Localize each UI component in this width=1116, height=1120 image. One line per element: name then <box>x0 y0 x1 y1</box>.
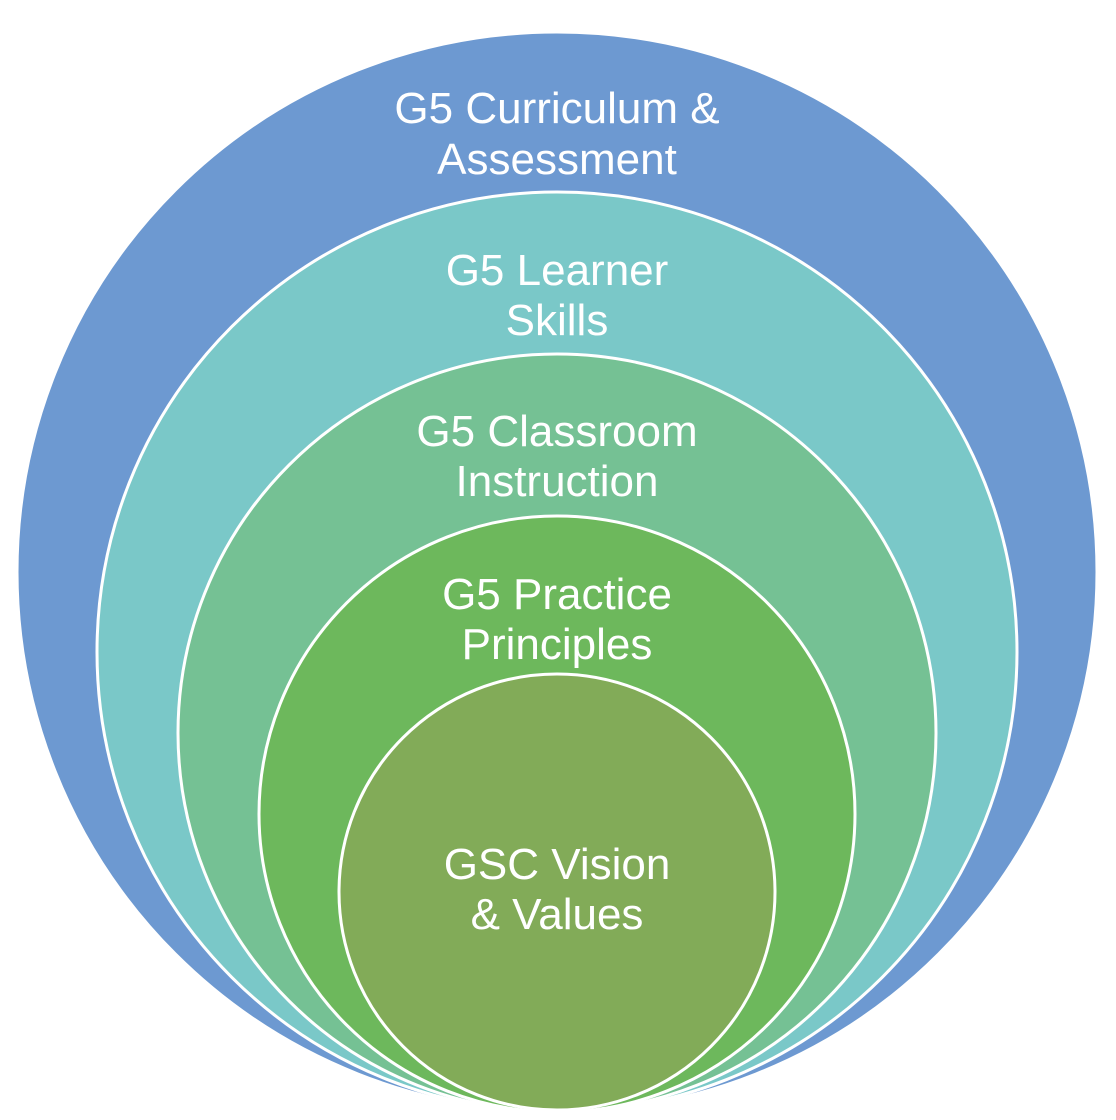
ring-vision-values <box>337 672 777 1112</box>
ring-classroom-instruction-label-line1: G5 Classroom <box>416 407 697 456</box>
ring-learner-skills-label-line1: G5 Learner <box>446 246 669 295</box>
ring-practice-principles-label-line2: Principles <box>462 620 653 669</box>
ring-classroom-instruction-label-line2: Instruction <box>456 457 659 506</box>
ring-vision-values-circle <box>337 672 777 1112</box>
ring-curriculum-assessment-label-line2: Assessment <box>437 135 677 184</box>
ring-vision-values-label-line2: & Values <box>471 890 644 939</box>
ring-vision-values-label-line1: GSC Vision <box>444 840 671 889</box>
ring-learner-skills-label-line2: Skills <box>506 296 609 345</box>
ring-curriculum-assessment-label-line1: G5 Curriculum & <box>394 84 719 133</box>
ring-practice-principles-label-line1: G5 Practice <box>442 570 672 619</box>
